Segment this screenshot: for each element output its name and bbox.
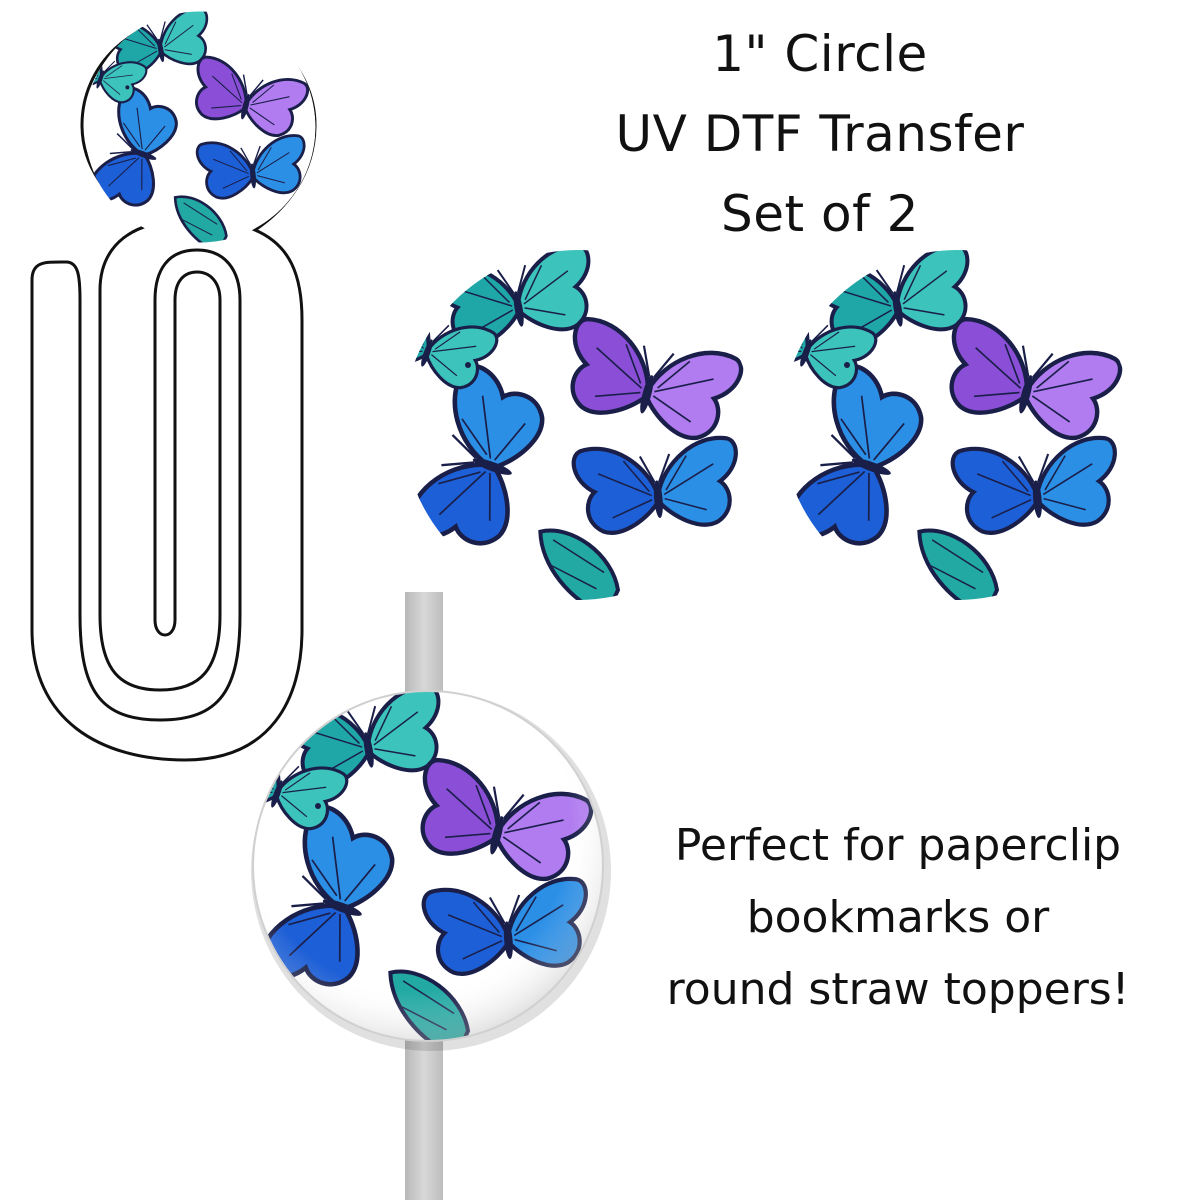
product-caption: Perfect for paperclip bookmarks or round… xyxy=(628,810,1168,1026)
transfer-circle-2 xyxy=(740,243,1132,615)
caption-line-2: bookmarks or xyxy=(746,892,1050,943)
straw-topper xyxy=(251,690,611,1051)
title-line-2: UV DTF Transfer xyxy=(615,105,1025,163)
title-line-3: Set of 2 xyxy=(721,185,919,243)
transfer-circle-1 xyxy=(361,243,753,615)
paperclip-bookmark-icon xyxy=(30,7,317,762)
title-line-1: 1" Circle xyxy=(712,25,928,83)
product-title: 1" Circle UV DTF Transfer Set of 2 xyxy=(560,14,1080,254)
caption-line-3: round straw toppers! xyxy=(666,964,1130,1015)
caption-line-1: Perfect for paperclip xyxy=(674,820,1122,871)
